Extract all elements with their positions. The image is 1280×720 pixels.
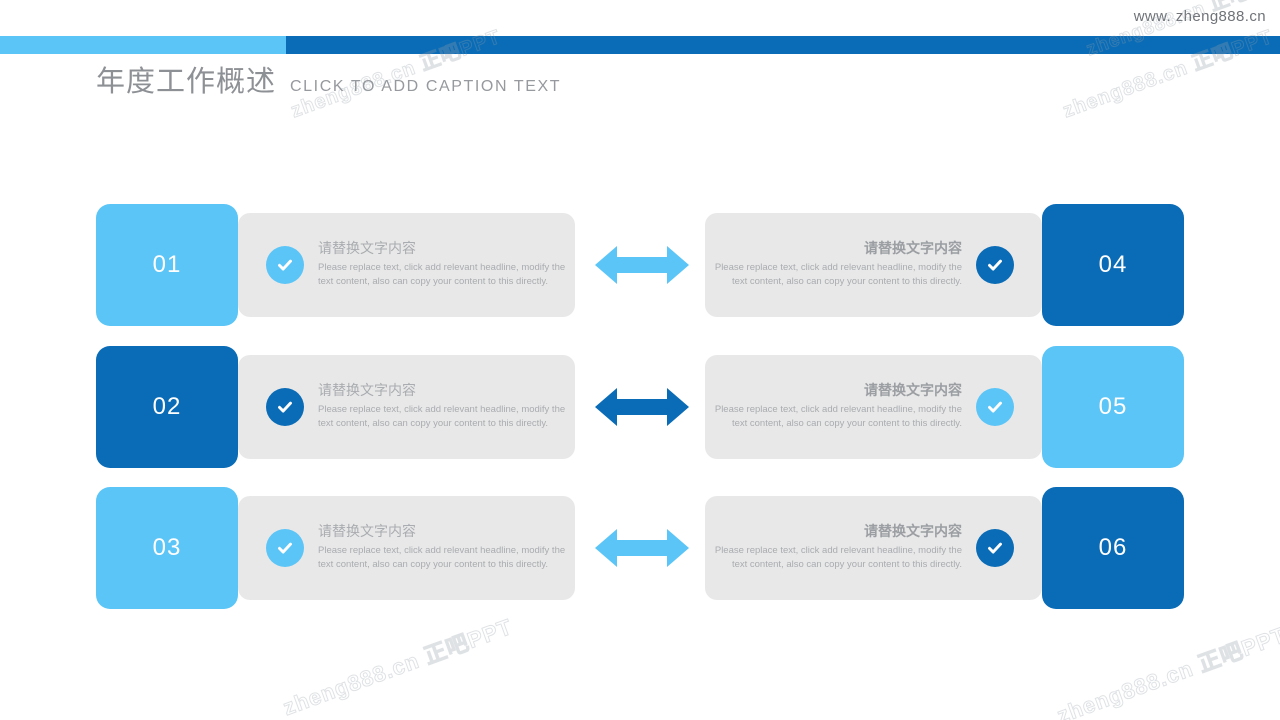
check-circle-icon: [266, 388, 304, 426]
content-row: 03 请替换文字内容 Please replace text, click ad…: [0, 487, 1280, 609]
panel-texts: 请替换文字内容 Please replace text, click add r…: [712, 240, 962, 290]
panel-body: Please replace text, click add relevant …: [714, 261, 962, 288]
number-label: 03: [152, 534, 182, 561]
check-circle-icon: [266, 529, 304, 567]
double-arrow-icon: [595, 242, 689, 288]
text-panel[interactable]: 请替换文字内容 Please replace text, click add r…: [238, 355, 575, 459]
number-box[interactable]: 06: [1042, 487, 1184, 609]
row-item-right[interactable]: 04 请替换文字内容 Please replace text, click ad…: [639, 204, 1184, 326]
panel-heading: 请替换文字内容: [318, 382, 416, 399]
number-label: 06: [1098, 534, 1128, 561]
row-item-right[interactable]: 05 请替换文字内容 Please replace text, click ad…: [639, 346, 1184, 468]
page-title-caption: CLICK TO ADD CAPTION TEXT: [290, 78, 562, 95]
check-circle-icon: [976, 246, 1014, 284]
panel-texts: 请替换文字内容 Please replace text, click add r…: [318, 382, 568, 432]
number-label: 05: [1098, 393, 1128, 420]
content-row: 02 请替换文字内容 Please replace text, click ad…: [0, 346, 1280, 468]
number-box[interactable]: 04: [1042, 204, 1184, 326]
number-label: 02: [152, 393, 182, 420]
header-bar-dark: [286, 36, 1280, 54]
panel-heading: 请替换文字内容: [864, 382, 962, 399]
panel-texts: 请替换文字内容 Please replace text, click add r…: [318, 523, 568, 573]
number-box[interactable]: 05: [1042, 346, 1184, 468]
text-panel[interactable]: 请替换文字内容 Please replace text, click add r…: [705, 355, 1042, 459]
row-item-left[interactable]: 02 请替换文字内容 Please replace text, click ad…: [96, 346, 641, 468]
check-circle-icon: [976, 388, 1014, 426]
watermark: zheng888.cn 正吧PPT: [279, 613, 516, 720]
panel-heading: 请替换文字内容: [318, 523, 416, 540]
panel-body: Please replace text, click add relevant …: [318, 403, 566, 430]
panel-heading: 请替换文字内容: [318, 240, 416, 257]
content-row: 01 请替换文字内容 Please replace text, click ad…: [0, 204, 1280, 326]
text-panel[interactable]: 请替换文字内容 Please replace text, click add r…: [238, 496, 575, 600]
number-label: 01: [152, 251, 182, 278]
double-arrow-icon: [595, 525, 689, 571]
panel-texts: 请替换文字内容 Please replace text, click add r…: [712, 523, 962, 573]
row-item-right[interactable]: 06 请替换文字内容 Please replace text, click ad…: [639, 487, 1184, 609]
number-label: 04: [1098, 251, 1128, 278]
page-title-main: 年度工作概述: [96, 66, 277, 98]
site-url-label: www. zheng888.cn: [1133, 8, 1266, 25]
panel-texts: 请替换文字内容 Please replace text, click add r…: [318, 240, 568, 290]
check-circle-icon: [976, 529, 1014, 567]
panel-texts: 请替换文字内容 Please replace text, click add r…: [712, 382, 962, 432]
number-box[interactable]: 02: [96, 346, 238, 468]
row-item-left[interactable]: 01 请替换文字内容 Please replace text, click ad…: [96, 204, 641, 326]
double-arrow-icon: [595, 384, 689, 430]
panel-body: Please replace text, click add relevant …: [318, 261, 566, 288]
page-title: 年度工作概述 CLICK TO ADD CAPTION TEXT: [96, 68, 561, 97]
header-bar-light: [0, 36, 286, 54]
text-panel[interactable]: 请替换文字内容 Please replace text, click add r…: [705, 213, 1042, 317]
number-box[interactable]: 03: [96, 487, 238, 609]
panel-heading: 请替换文字内容: [864, 523, 962, 540]
number-box[interactable]: 01: [96, 204, 238, 326]
panel-body: Please replace text, click add relevant …: [714, 403, 962, 430]
row-item-left[interactable]: 03 请替换文字内容 Please replace text, click ad…: [96, 487, 641, 609]
check-circle-icon: [266, 246, 304, 284]
text-panel[interactable]: 请替换文字内容 Please replace text, click add r…: [238, 213, 575, 317]
panel-body: Please replace text, click add relevant …: [318, 544, 566, 571]
panel-body: Please replace text, click add relevant …: [714, 544, 962, 571]
watermark: zheng888.cn 正吧PPT: [1053, 621, 1280, 720]
text-panel[interactable]: 请替换文字内容 Please replace text, click add r…: [705, 496, 1042, 600]
panel-heading: 请替换文字内容: [864, 240, 962, 257]
